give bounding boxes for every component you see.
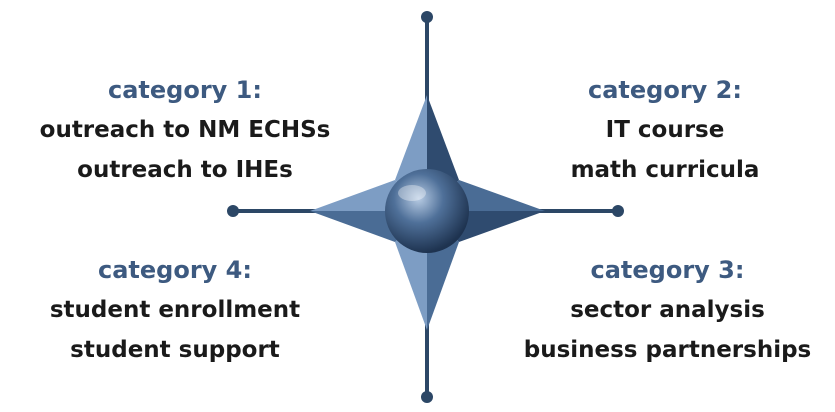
category-2-line-2: math curricula: [570, 157, 760, 183]
sphere-highlight: [398, 185, 426, 201]
category-1-line-2: outreach to IHEs: [77, 157, 293, 183]
category-4-block: category 4: student enrollment student s…: [10, 250, 340, 370]
category-1-line-1: outreach to NM ECHSs: [39, 117, 331, 143]
category-1-block: category 1: outreach to NM ECHSs outreac…: [0, 70, 370, 190]
category-3-block: category 3: sector analysis business par…: [500, 250, 835, 370]
category-4-heading: category 4:: [98, 256, 252, 284]
category-2-line-1: IT course: [605, 117, 725, 143]
category-4-line-1: student enrollment: [49, 297, 301, 323]
category-3-line-2: business partnerships: [523, 337, 812, 363]
category-3-heading: category 3:: [590, 256, 745, 284]
category-2-heading: category 2:: [588, 76, 742, 104]
category-2-block: category 2: IT course math curricula: [520, 70, 810, 190]
category-3-line-1: sector analysis: [570, 297, 765, 323]
axis-bottom-dot: [421, 391, 433, 403]
axis-right-dot: [612, 205, 624, 217]
category-1-heading: category 1:: [108, 76, 262, 104]
category-4-line-2: student support: [70, 337, 280, 363]
axis-left-dot: [227, 205, 239, 217]
center-sphere: [385, 169, 469, 253]
axis-top-dot: [421, 11, 433, 23]
